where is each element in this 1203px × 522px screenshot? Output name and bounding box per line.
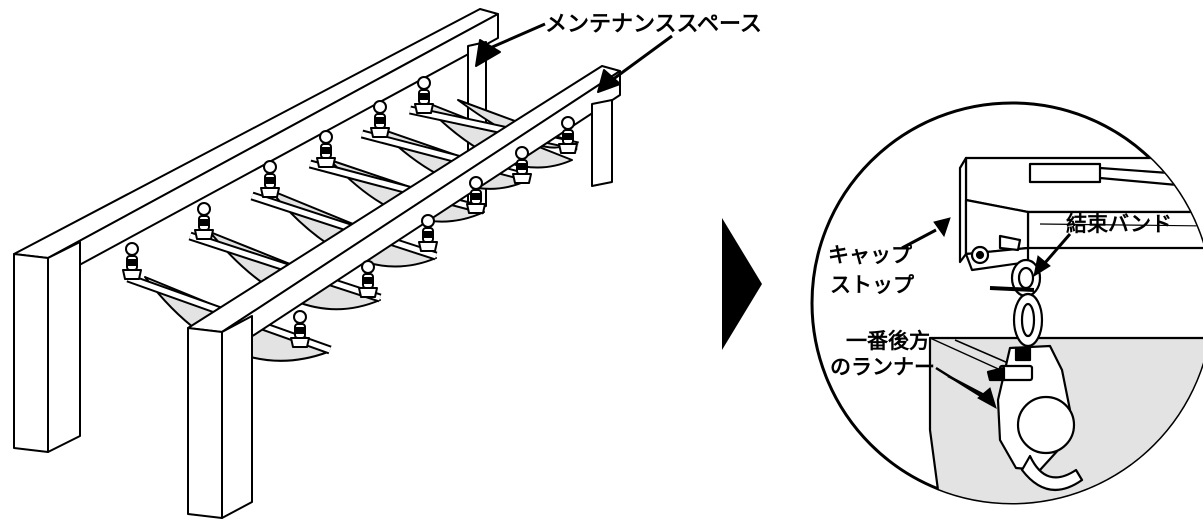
- front-rail-beam: [187, 65, 621, 357]
- magnified-detail: [810, 101, 1203, 505]
- rail-frame-illustration: [13, 8, 673, 519]
- detail-cap-stop: [958, 156, 1030, 272]
- direction-arrow: [722, 218, 762, 350]
- cap-stop-label-line1: キャップ: [828, 243, 913, 267]
- detail-callout-arrows: [901, 217, 1072, 410]
- front-left-post: [187, 315, 253, 519]
- back-left-post: [13, 241, 81, 453]
- last-runner-label-line1: 一番後方: [846, 329, 930, 353]
- detail-runner-chain: [989, 258, 1044, 348]
- cap-stop-label-line2: ストップ: [830, 273, 915, 297]
- cable-tie-label: 結束バンド: [1066, 212, 1172, 236]
- last-runner-label-line2: のランナー: [830, 355, 935, 379]
- detail-rail: [964, 156, 1203, 250]
- maintenance-space-arrows: [475, 22, 673, 93]
- front-right-post: [591, 99, 613, 187]
- maintenance-space-label: メンテナンススペース: [545, 12, 762, 37]
- detail-last-runner: [986, 344, 1084, 491]
